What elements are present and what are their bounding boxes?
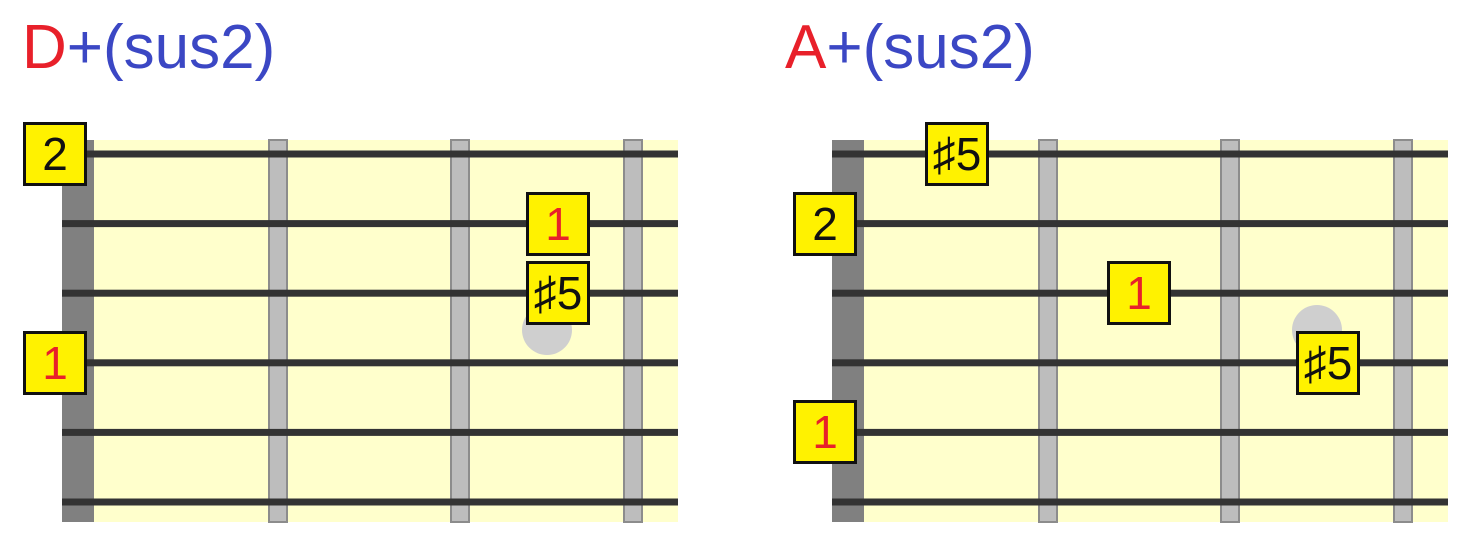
string-2 bbox=[832, 220, 1448, 228]
chord-title: D+(sus2) bbox=[22, 12, 275, 83]
fretboard bbox=[62, 139, 678, 523]
string-3 bbox=[62, 289, 678, 297]
note-marker: ♯5 bbox=[526, 261, 590, 326]
chord-title-quality: +(sus2) bbox=[826, 13, 1035, 82]
string-1 bbox=[832, 150, 1448, 158]
string-2 bbox=[62, 220, 678, 228]
fret-wire-2 bbox=[1220, 139, 1240, 523]
chord-title: A+(sus2) bbox=[785, 12, 1035, 83]
note-marker: 1 bbox=[23, 330, 87, 395]
fret-wire-1 bbox=[268, 139, 288, 523]
note-marker: ♯5 bbox=[925, 122, 989, 186]
note-marker: 2 bbox=[793, 191, 857, 256]
note-marker: 1 bbox=[1107, 261, 1171, 326]
string-6 bbox=[832, 498, 1448, 506]
note-marker: 1 bbox=[526, 191, 590, 256]
note-marker: 1 bbox=[793, 400, 857, 465]
fret-wire-1 bbox=[1038, 139, 1058, 523]
fret-wire-2 bbox=[450, 139, 470, 523]
chord-diagram-a-aug-sus2: A+(sus2) ♯5 2 1 ♯5 1 bbox=[770, 0, 1470, 545]
note-marker: 2 bbox=[23, 122, 87, 186]
chord-title-quality: +(sus2) bbox=[66, 13, 276, 82]
chord-title-root: A bbox=[785, 13, 827, 82]
string-4 bbox=[62, 359, 678, 367]
string-6 bbox=[62, 498, 678, 506]
string-1 bbox=[62, 150, 678, 158]
string-5 bbox=[832, 428, 1448, 436]
string-5 bbox=[62, 428, 678, 436]
fret-wire-3 bbox=[1393, 139, 1413, 523]
string-4 bbox=[832, 359, 1448, 367]
note-marker: ♯5 bbox=[1296, 330, 1360, 395]
chord-title-root: D bbox=[22, 13, 67, 82]
fret-wire-3 bbox=[623, 139, 643, 523]
